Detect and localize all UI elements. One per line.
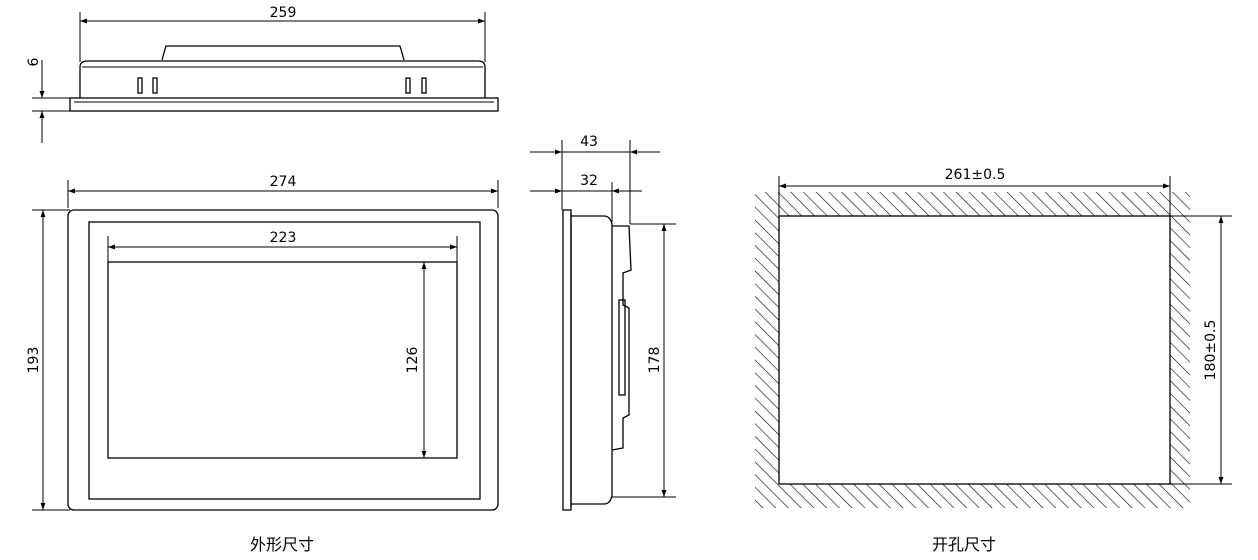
outline-caption: 外形尺寸 bbox=[250, 535, 314, 554]
body-depth-label: 32 bbox=[580, 173, 598, 189]
panel-hatching bbox=[755, 192, 1190, 508]
cutout-view: 261±0.5 180±0.5 开孔尺寸 bbox=[755, 167, 1232, 554]
side-body bbox=[571, 215, 613, 505]
side-view: 43 32 178 bbox=[530, 134, 676, 511]
top-body-outline bbox=[79, 60, 486, 98]
connector-slot bbox=[421, 77, 427, 94]
top-width-label: 259 bbox=[270, 5, 297, 21]
top-view: 259 6 bbox=[26, 5, 499, 143]
cutout-width-label: 261±0.5 bbox=[945, 167, 1006, 183]
front-bezel-inner bbox=[88, 221, 481, 500]
connector-slot bbox=[152, 77, 158, 94]
side-bezel bbox=[562, 209, 572, 511]
front-outer-frame bbox=[67, 209, 499, 511]
depth-label: 43 bbox=[580, 134, 598, 150]
side-connector-block bbox=[618, 299, 626, 396]
front-height-label: 193 bbox=[26, 347, 42, 374]
side-back-profile bbox=[611, 225, 632, 451]
front-view: 274 193 223 126 外形尺寸 bbox=[26, 174, 499, 554]
cutout-caption: 开孔尺寸 bbox=[932, 535, 996, 554]
connector-slot bbox=[405, 77, 411, 94]
screen-area bbox=[107, 261, 458, 459]
cutout-height-label: 180±0.5 bbox=[1203, 320, 1219, 381]
screen-width-label: 223 bbox=[270, 230, 297, 246]
thickness-label: 6 bbox=[26, 57, 42, 66]
screen-height-label: 126 bbox=[405, 347, 421, 374]
cutout-opening bbox=[778, 215, 1171, 485]
top-raised-section bbox=[161, 45, 405, 61]
front-width-label: 274 bbox=[270, 174, 297, 190]
body-height-label: 178 bbox=[647, 347, 663, 374]
top-bezel bbox=[69, 97, 499, 112]
connector-slot bbox=[137, 77, 143, 94]
